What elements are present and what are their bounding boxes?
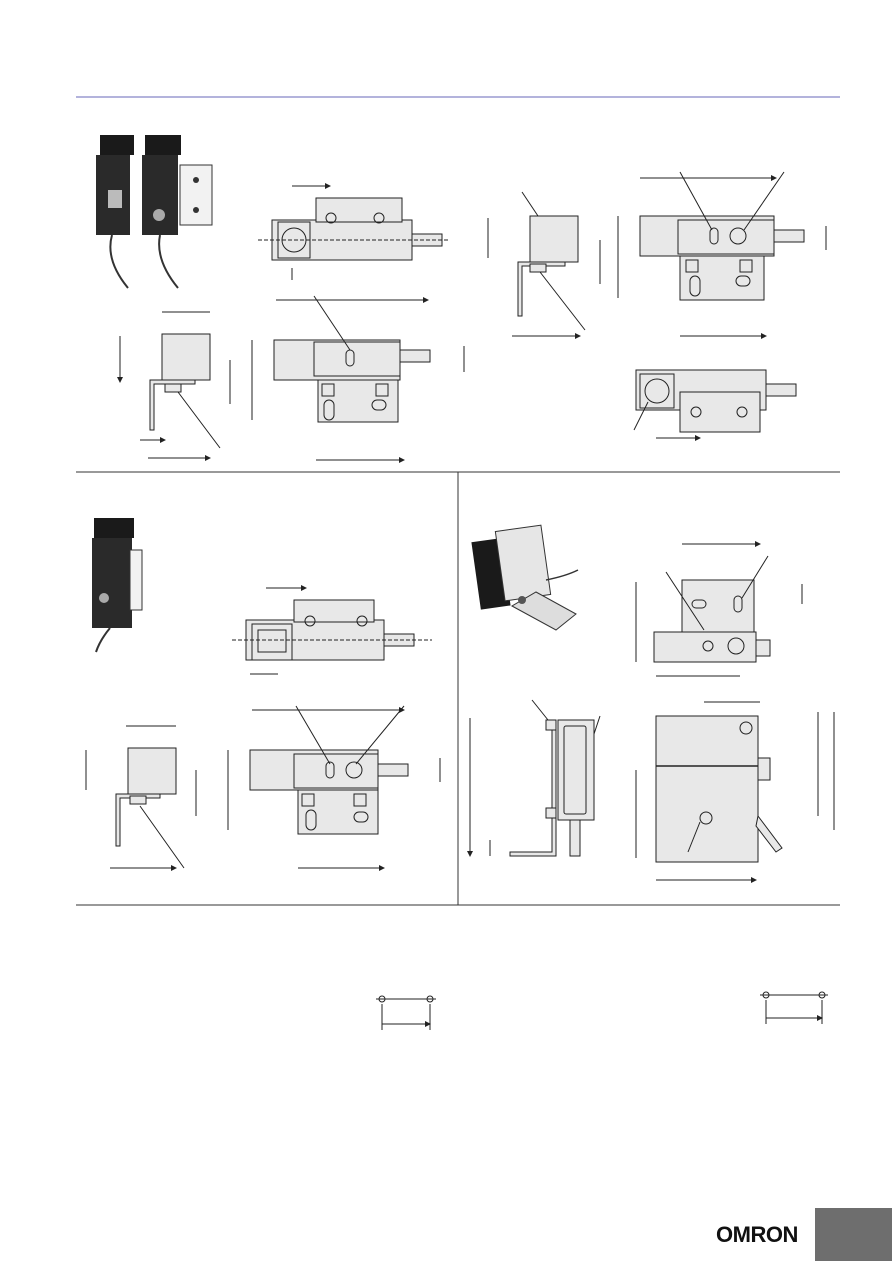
rear-view-1 — [633, 369, 797, 441]
bracket-side-view-3 — [85, 725, 197, 871]
brand-logo: OMRON — [716, 1222, 798, 1247]
large-view-4 — [635, 701, 835, 883]
front-view-4 — [635, 541, 803, 677]
product-photo-top — [96, 135, 213, 289]
bracket-side-view-2 — [487, 191, 601, 339]
section-tab — [815, 1208, 892, 1261]
top-view-1 — [251, 295, 465, 463]
top-view-2 — [617, 171, 827, 339]
front-view-1 — [258, 183, 448, 280]
bracket-side-view-1 — [117, 311, 231, 461]
mounting-hole-detail-right — [760, 991, 828, 1024]
product-photo-bottom-left — [92, 518, 143, 653]
mounting-hole-detail-left — [376, 995, 436, 1030]
product-photo-bottom-right — [471, 524, 579, 631]
front-view-2 — [232, 585, 432, 675]
top-view-3 — [227, 705, 441, 871]
side-view-4 — [467, 699, 601, 857]
